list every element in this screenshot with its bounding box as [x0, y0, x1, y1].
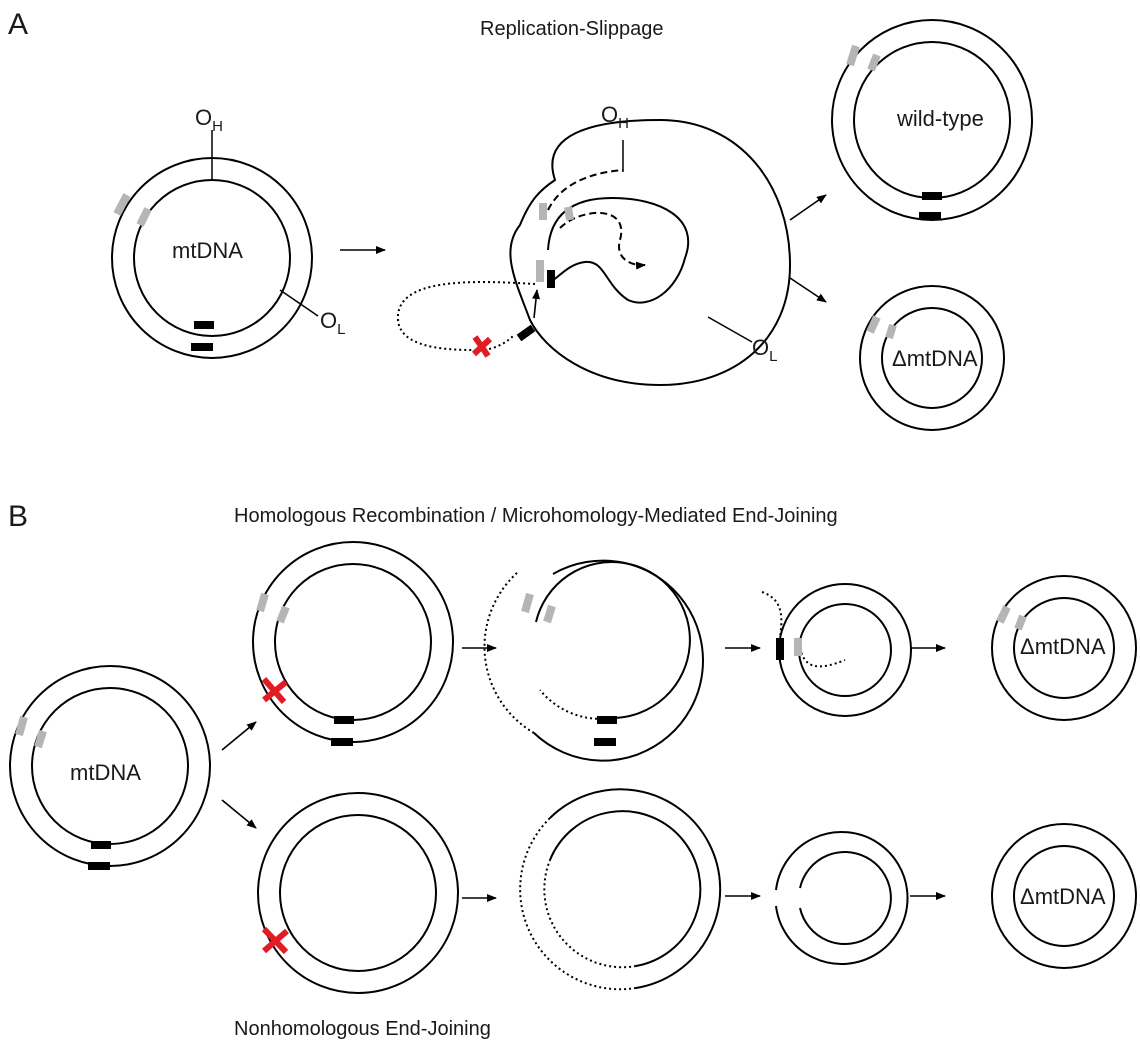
- a-ol-label: OL: [320, 308, 345, 338]
- b-mtdna-circle: [9, 665, 211, 870]
- panel-b-letter: B: [8, 500, 28, 533]
- a-ol-label-2: OL: [752, 335, 777, 365]
- b-nhej-break-marker: [261, 926, 289, 955]
- panel-b-title-bottom: Nonhomologous End-Joining: [234, 1018, 491, 1040]
- panel-a-letter: A: [8, 8, 28, 41]
- a-oh-label: OH: [195, 105, 223, 135]
- a-deleted-label: ΔmtDNA: [892, 346, 978, 371]
- b-hr-annealed-circle: [761, 583, 912, 717]
- panel-b-title-top: Homologous Recombination / Microhomology…: [234, 505, 838, 527]
- a-outer-repeat: [113, 193, 131, 216]
- a-replication-intermediate: [396, 118, 792, 387]
- b-hr-deleted-circle: [991, 575, 1137, 721]
- a-inner-repeat: [136, 207, 152, 227]
- b-mtdna-label: mtDNA: [70, 760, 141, 785]
- a-mtdna-label: mtDNA: [172, 238, 243, 263]
- a-wildtype-label: wild-type: [896, 106, 984, 131]
- b-nhej-ligating-circle: [775, 831, 909, 965]
- b-hr-resected-circle: [483, 559, 704, 762]
- a-arrow-to-deleted: [789, 277, 827, 303]
- b-arrow-to-hr: [221, 721, 257, 751]
- a-deleted-circle: [859, 285, 1005, 431]
- a-mtdna-circle: [111, 130, 319, 359]
- a-arrow-to-wildtype: [789, 194, 827, 221]
- panel-a-title: Replication-Slippage: [480, 18, 663, 40]
- b-nhej-deleted-circle: [991, 823, 1137, 969]
- a-wildtype-circle: [831, 19, 1033, 221]
- b-nhej-break-circle: [257, 792, 459, 994]
- a-break-marker: [471, 335, 493, 358]
- b-arrow-to-nhej: [221, 799, 257, 829]
- b-hr-break-marker: [261, 677, 288, 704]
- b-hr-deleted-label: ΔmtDNA: [1020, 634, 1106, 659]
- b-nhej-resected-circle: [519, 788, 722, 991]
- b-hr-break-circle: [252, 541, 454, 746]
- b-nhej-deleted-label: ΔmtDNA: [1020, 884, 1106, 909]
- a-oh-label-2: OH: [601, 102, 629, 132]
